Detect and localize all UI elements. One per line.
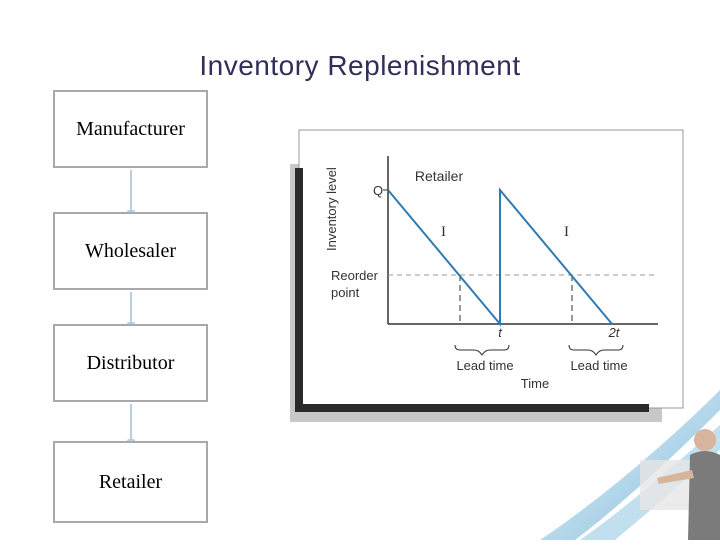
- connector-wholesaler-distributor: [130, 292, 132, 324]
- reorder-label-line1: Reorder: [331, 268, 379, 283]
- retailer-box: Retailer: [53, 441, 208, 523]
- connector-distributor-retailer: [130, 404, 132, 441]
- manufacturer-label: Manufacturer: [76, 118, 185, 141]
- cycle-marker-1: I: [441, 224, 446, 240]
- tick-label-2t: 2t: [608, 325, 621, 340]
- q-label: Q: [373, 183, 383, 198]
- wholesaler-label: Wholesaler: [85, 240, 176, 263]
- y-axis-label: Inventory level: [324, 167, 339, 251]
- presenter-body: [688, 451, 720, 540]
- caption-label: Retailer: [415, 168, 464, 184]
- retailer-label: Retailer: [99, 471, 162, 494]
- connector-manufacturer-wholesaler: [130, 170, 132, 212]
- corner-decoration: [520, 380, 720, 545]
- lead-time-label-1: Lead time: [456, 358, 513, 373]
- cycle-marker-2: I: [564, 224, 569, 240]
- lead-time-label-2: Lead time: [570, 358, 627, 373]
- reorder-label-line2: point: [331, 285, 360, 300]
- figure-left-edge: [295, 168, 303, 412]
- distributor-box: Distributor: [53, 324, 208, 402]
- wholesaler-box: Wholesaler: [53, 212, 208, 290]
- presenter-illustration: [520, 380, 720, 540]
- distributor-label: Distributor: [87, 352, 175, 375]
- slide-title: Inventory Replenishment: [0, 50, 720, 82]
- presenter-head: [694, 429, 716, 451]
- manufacturer-box: Manufacturer: [53, 90, 208, 168]
